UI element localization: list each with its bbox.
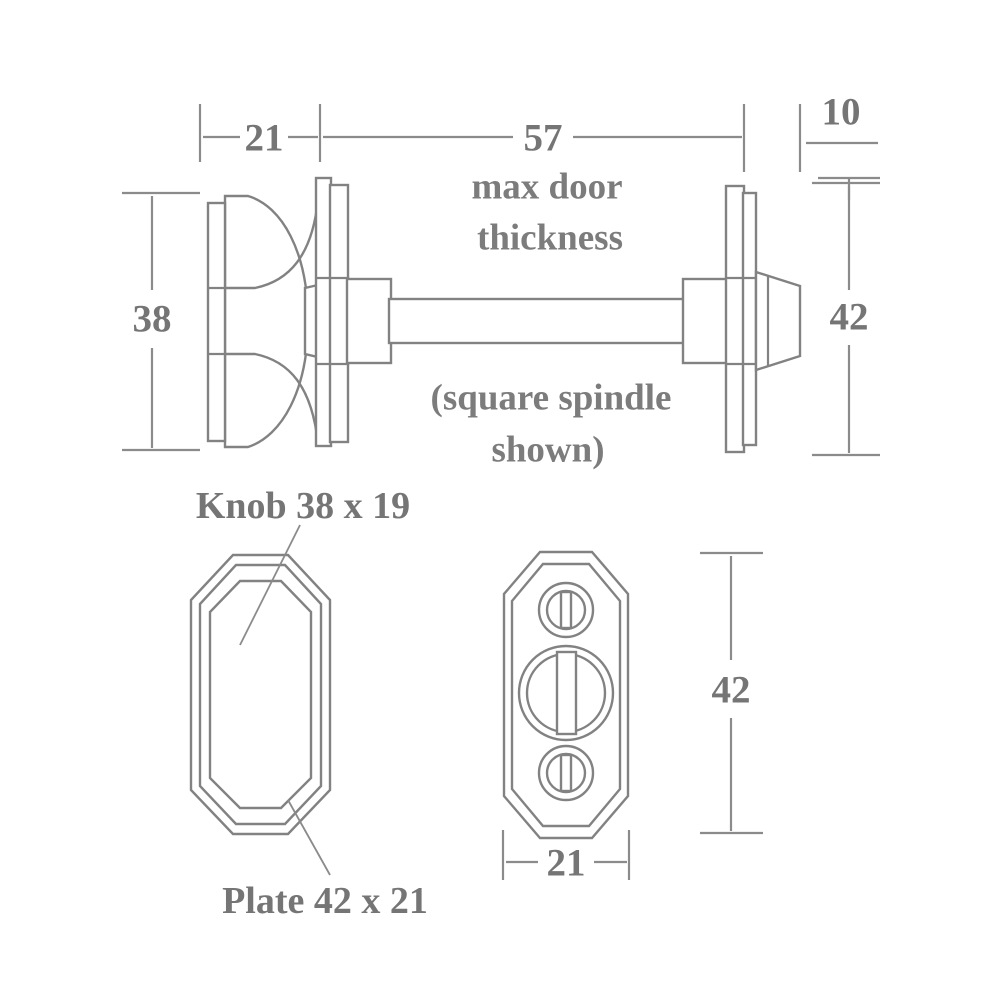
dimension-57-spindle-length: 57 <box>323 117 742 160</box>
knob-plate-plan-view <box>189 553 332 836</box>
plate-label-leader: Plate 42 x 21 <box>222 799 428 922</box>
screw-hole-top-slot <box>559 590 573 630</box>
left-spindle-boss <box>345 277 393 365</box>
dimension-21-knob-projection: 21 <box>203 117 318 160</box>
thumbturn-profile <box>754 270 802 372</box>
dimension-21-label: 21 <box>245 117 284 160</box>
note-square-spindle-line1: (square spindle <box>431 378 672 419</box>
elevation-notes: max door thickness (square spindle shown… <box>431 167 672 471</box>
thumbturn-outer-circle <box>517 644 615 742</box>
note-max-door-thickness-line2: thickness <box>477 218 623 259</box>
plate-octagon-middle <box>198 563 323 826</box>
right-spindle-boss <box>681 277 729 365</box>
dimension-57-label: 57 <box>524 117 563 160</box>
note-max-door-thickness-line1: max door <box>471 167 622 208</box>
turn-plate-octagon-inner <box>510 562 622 828</box>
right-rose-plate-back <box>724 184 746 454</box>
square-spindle-shaft <box>387 297 687 345</box>
note-square-spindle-line2: shown) <box>491 430 604 471</box>
dimension-10-rose-thickness: 10 <box>806 91 880 200</box>
left-knob-assembly <box>206 176 393 449</box>
left-rose-plate-front <box>328 183 350 444</box>
dimension-21-plan-plate-width: 21 <box>501 830 631 885</box>
thumbturn-slot <box>555 650 578 736</box>
dimension-38-label: 38 <box>133 298 172 341</box>
plate-label: Plate 42 x 21 <box>222 880 428 922</box>
dimension-42-plan-label: 42 <box>712 669 751 712</box>
knob-label-leader: Knob 38 x 19 <box>196 485 410 646</box>
screw-hole-bottom-slot <box>559 753 573 793</box>
screw-hole-bottom-outer <box>537 744 595 802</box>
left-rose-plate-back <box>314 176 333 448</box>
right-rose-plate-front <box>741 191 758 447</box>
dimension-42-elevation-label: 42 <box>830 296 869 339</box>
dimension-42-elevation-plate-height: 42 <box>812 181 880 457</box>
top-dimension-extension-lines <box>198 104 802 172</box>
turn-plate-plan-view <box>502 550 630 840</box>
knob-dome-outer <box>223 194 310 449</box>
dimension-21-plan-label: 21 <box>547 842 586 885</box>
knob-left-rim <box>206 201 227 443</box>
dimension-10-label: 10 <box>822 91 861 134</box>
knob-label: Knob 38 x 19 <box>196 485 410 527</box>
spindle-bar <box>387 297 687 345</box>
right-plate-assembly <box>681 184 802 454</box>
dimension-42-plan-plate-height: 42 <box>700 551 763 835</box>
plate-octagon-inner <box>208 579 313 810</box>
dimension-38-knob-diameter: 38 <box>122 191 200 452</box>
screw-hole-top-outer <box>537 581 595 639</box>
plate-octagon-outer <box>189 553 332 836</box>
turn-plate-octagon-outer <box>502 550 630 840</box>
